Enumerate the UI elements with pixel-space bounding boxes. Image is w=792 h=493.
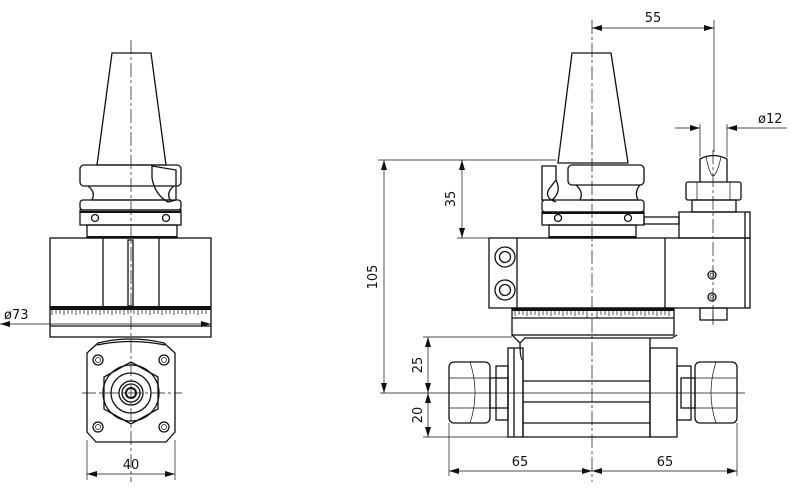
width-dimension: 40 xyxy=(86,440,176,480)
right-collet-nut xyxy=(694,361,738,424)
flange xyxy=(79,164,182,239)
collet-nut xyxy=(103,361,159,425)
screw-icon xyxy=(161,213,171,223)
left-reach-label: 65 xyxy=(512,455,529,470)
lower-label: 20 xyxy=(411,407,426,424)
height-dimensions: 105 35 25 20 xyxy=(366,159,745,438)
taper-shank xyxy=(557,52,629,164)
right-reach-label: 65 xyxy=(657,455,674,470)
flange-height-label: 35 xyxy=(444,191,459,208)
scale-ring xyxy=(511,307,678,344)
front-view: ø73 40 xyxy=(0,40,212,482)
offset-dimension: 55 xyxy=(592,11,715,152)
upper-label: 25 xyxy=(411,357,426,374)
screw-icon xyxy=(553,213,563,223)
taper-shank xyxy=(96,52,167,166)
shaft-diameter-dimension: ø12 xyxy=(675,112,787,157)
offset-label: 55 xyxy=(645,11,662,26)
screw-icon xyxy=(90,213,100,223)
flange xyxy=(541,164,680,239)
left-collet-nut xyxy=(448,361,491,424)
output-housing xyxy=(448,338,738,438)
main-body xyxy=(488,211,751,321)
side-view: 55 ø12 105 35 25 20 xyxy=(366,11,787,482)
main-body xyxy=(49,237,212,338)
height-total-label: 105 xyxy=(366,265,381,290)
width-label: 40 xyxy=(123,458,140,473)
screw-icon xyxy=(623,213,633,223)
coolant-port-icon xyxy=(494,246,516,268)
shaft-diameter-label: ø12 xyxy=(758,112,783,127)
coolant-port-icon xyxy=(494,279,516,301)
diameter-dimension: ø73 xyxy=(0,308,211,327)
diameter-label: ø73 xyxy=(4,308,29,323)
output-housing xyxy=(82,338,182,443)
reach-dimensions: 65 65 xyxy=(448,423,738,476)
stop-block xyxy=(685,150,742,325)
